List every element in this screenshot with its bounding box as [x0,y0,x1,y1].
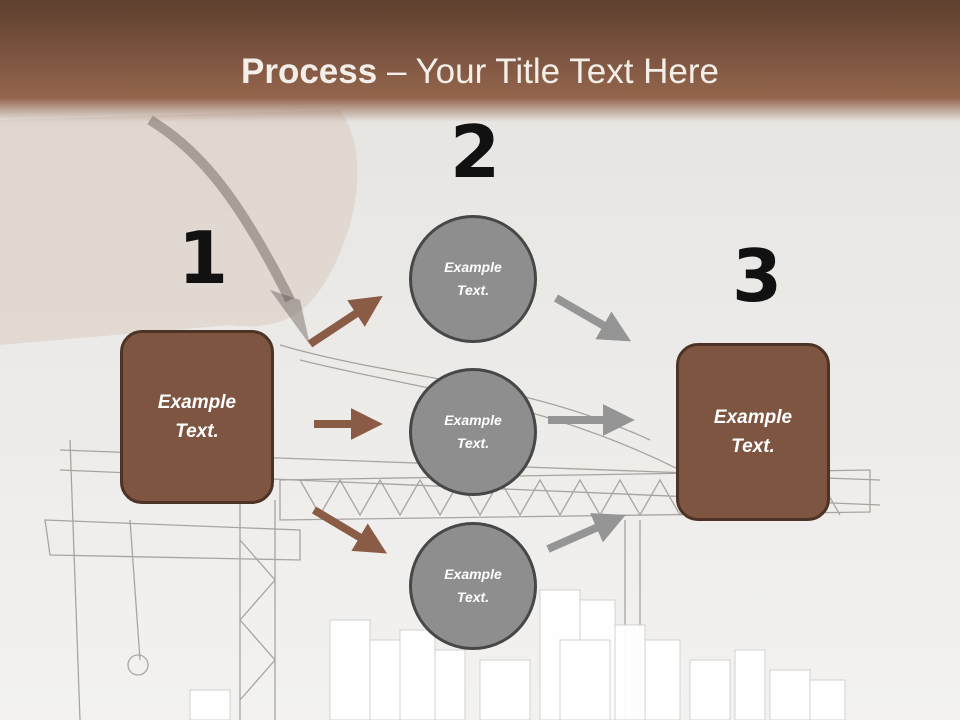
circle-bottom: Example Text. [409,522,537,650]
title-rest: – Your Title Text Here [377,52,719,91]
arrow-1-to-circle-bottom [311,506,387,554]
step-number-3: 3 [732,234,783,318]
arrow-1-to-circle-top [307,295,383,348]
step-3-text: Example Text. [713,407,793,457]
slide-title: Process – Your Title Text Here [0,52,960,92]
circle-bottom-text: Example Text. [444,566,502,605]
step-number-2: 2 [450,110,501,194]
step-1-box: Example Text. [120,330,274,504]
title-bold: Process [241,52,378,91]
arrow-circle-top-to-3 [553,294,632,342]
title-bar [0,0,960,122]
circle-top-text: Example Text. [444,259,502,298]
circle-middle: Example Text. [409,368,537,496]
circle-middle-text: Example Text. [444,412,502,451]
step-number-1: 1 [178,216,229,300]
arrow-circle-bottom-to-3 [546,513,626,553]
step-1-text: Example Text. [157,392,237,442]
circle-top: Example Text. [409,215,537,343]
step-3-box: Example Text. [676,343,830,521]
